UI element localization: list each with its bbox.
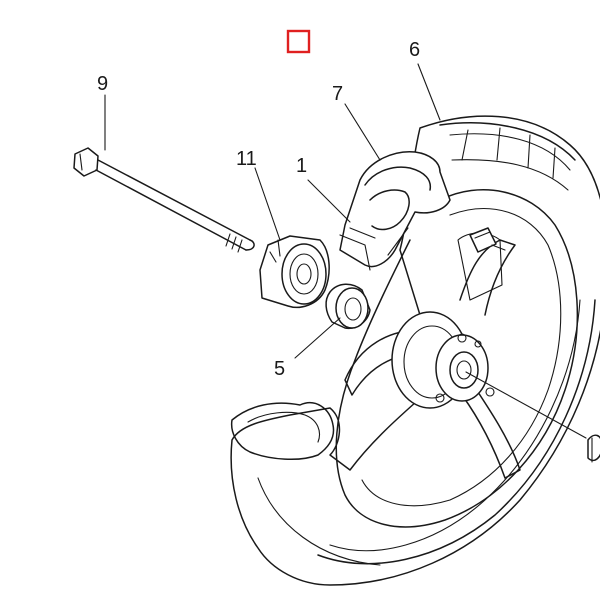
leader-7 (344, 103, 381, 161)
tire (230, 115, 600, 586)
leader-1 (307, 179, 351, 223)
leader-6 (417, 63, 441, 121)
hub (391, 311, 495, 409)
leader-11 (254, 167, 281, 241)
part-7-flange (339, 151, 451, 271)
label-part-6: 6 (409, 39, 420, 61)
label-part-1: 1 (296, 155, 307, 177)
label-part-11: 11 (236, 148, 257, 170)
part-9-axle-bolt (73, 147, 255, 253)
label-part-9: 9 (97, 73, 108, 95)
label-part-5: 5 (274, 358, 285, 380)
part-5-bearing (325, 283, 371, 330)
selection-marker (286, 29, 311, 54)
label-part-7: 7 (332, 83, 343, 105)
axle-nut-right (587, 434, 600, 463)
axle-centerline (465, 371, 587, 439)
valve-stem (469, 227, 506, 253)
leader-5 (294, 317, 341, 359)
part-11-hub-collar (259, 235, 330, 309)
